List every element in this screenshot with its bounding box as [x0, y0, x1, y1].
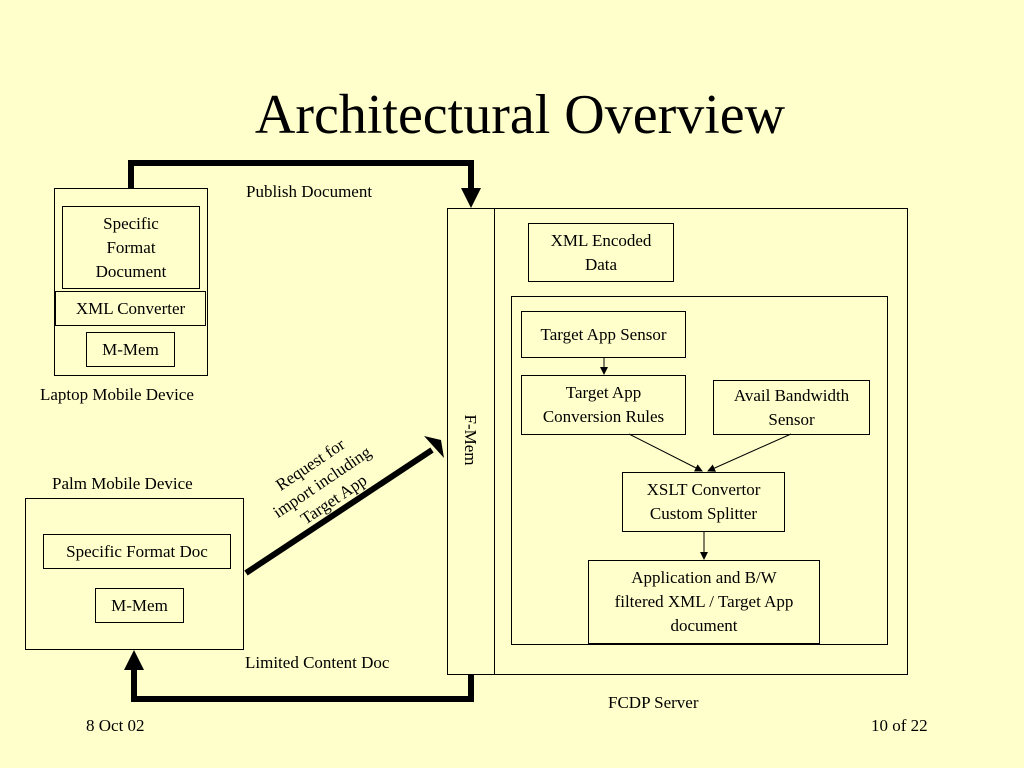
request-import-arrow: [244, 447, 434, 576]
avail-bandwidth-sensor-box: Avail Bandwidth Sensor: [713, 380, 870, 435]
specific-format-doc-box: Specific Format Doc: [43, 534, 231, 569]
bandwidth-to-xslt-arrow: [707, 433, 792, 472]
palm-m-mem-box: M-Mem: [95, 588, 184, 623]
limited-content-arrow: [131, 668, 474, 702]
laptop-device-caption: Laptop Mobile Device: [40, 385, 194, 404]
footer-date: 8 Oct 02: [86, 716, 145, 735]
limited-content-doc-label: Limited Content Doc: [245, 653, 390, 672]
f-mem-bar: [447, 208, 495, 675]
xslt-convertor-box: XSLT Convertor Custom Splitter: [622, 472, 785, 532]
laptop-device-box: [54, 188, 208, 376]
fcdp-server-caption: FCDP Server: [608, 693, 699, 712]
palm-device-caption: Palm Mobile Device: [52, 474, 193, 493]
application-output-box: Application and B/W filtered XML / Targe…: [588, 560, 820, 644]
palm-device-box: [25, 498, 244, 650]
f-mem-label: F-Mem: [461, 414, 480, 466]
specific-format-document-box: Specific Format Document: [62, 206, 200, 289]
request-import-arrowhead: [424, 436, 444, 458]
xml-encoded-data-box: XML Encoded Data: [528, 223, 674, 282]
target-app-sensor-box: Target App Sensor: [521, 311, 686, 358]
publish-document-arrowhead: [461, 188, 481, 208]
limited-content-arrowhead: [124, 650, 144, 670]
rules-to-xslt-arrow: [628, 433, 703, 472]
laptop-m-mem-box: M-Mem: [86, 332, 175, 367]
publish-document-label: Publish Document: [246, 182, 373, 201]
slide-title: Architectural Overview: [254, 84, 786, 146]
xml-converter-box: XML Converter: [55, 291, 206, 326]
publish-document-arrow: [128, 160, 474, 190]
footer-page-number: 10 of 22: [871, 716, 928, 735]
server-processing-box: [511, 296, 888, 645]
target-app-conversion-rules-box: Target App Conversion Rules: [521, 375, 686, 435]
